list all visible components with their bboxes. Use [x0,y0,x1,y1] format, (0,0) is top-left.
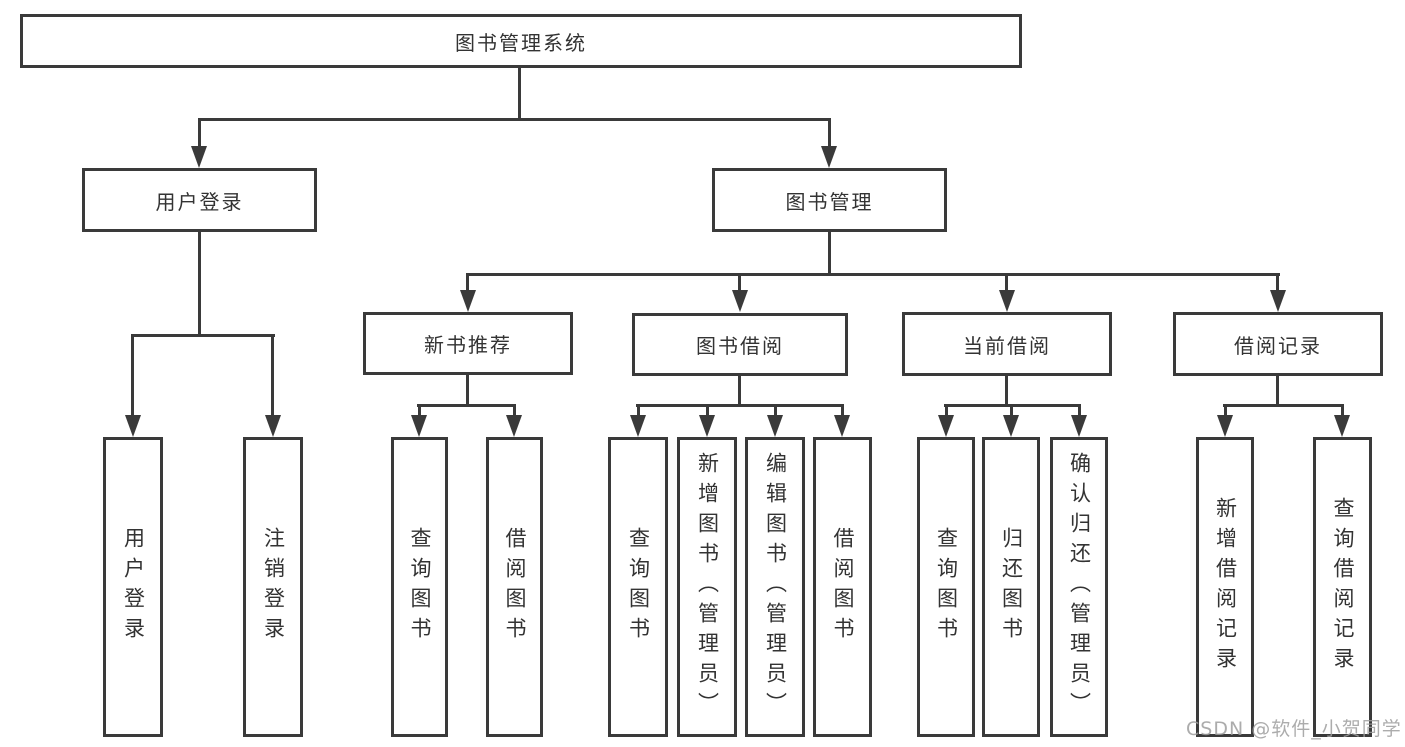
node-label: 用户登录 [155,189,244,214]
connector-line [417,404,516,407]
arrow-down-icon [125,415,141,437]
arrow-down-icon [506,415,522,437]
connector-line [513,404,516,417]
node-label: 当前借阅 [963,333,1051,358]
connector-line [1223,404,1344,407]
node-label: 借阅图书 [831,527,855,647]
node-label: 查询图书 [408,527,432,647]
node-library-system: 图书管理系统 [20,14,1022,68]
connector-line [466,273,1280,276]
connector-line [1276,273,1279,292]
connector-line [828,118,831,148]
node-label: 图书借阅 [696,334,784,358]
arrow-down-icon [460,290,476,312]
leaf-add-borrow-record: 新增借阅记录 [1196,437,1254,737]
arrow-down-icon [1334,415,1350,437]
connector-line [466,375,469,404]
leaf-query-books-2: 查询图书 [608,437,668,737]
node-borrow-records: 借阅记录 [1173,312,1383,376]
connector-line [1010,404,1013,417]
arrow-down-icon [834,415,850,437]
arrow-down-icon [630,415,646,437]
arrow-down-icon [938,415,954,437]
arrow-down-icon [411,415,427,437]
connector-line [774,404,777,417]
node-label: 注销登录 [261,527,286,647]
node-label: 新书推荐 [424,333,512,357]
node-label: 编辑图书（管理员） [763,452,788,722]
arrow-down-icon [265,415,281,437]
connector-line [466,273,469,292]
connector-line [1005,375,1008,404]
node-current-borrow: 当前借阅 [902,312,1112,376]
connector-line [1341,404,1344,417]
connector-line [738,375,741,404]
connector-line [828,232,831,273]
leaf-return-books: 归还图书 [982,437,1040,737]
connector-line [518,68,521,118]
leaf-confirm-return-admin: 确认归还（管理员） [1050,437,1108,737]
node-label: 查询图书 [626,527,651,647]
leaf-borrow-books-2: 借阅图书 [813,437,872,737]
arrow-down-icon [732,290,748,312]
node-book-borrow: 图书借阅 [632,313,848,376]
connector-line [738,273,741,292]
leaf-logout: 注销登录 [243,437,303,737]
node-label: 图书管理系统 [455,30,587,55]
leaf-query-books-3: 查询图书 [917,437,975,737]
connector-line [841,404,844,417]
connector-line [198,118,831,121]
node-label: 查询图书 [934,527,959,647]
leaf-add-books-admin: 新增图书（管理员） [677,437,737,737]
node-label: 用户登录 [121,527,146,647]
arrow-down-icon [1270,290,1286,312]
connector-line [637,404,640,417]
connector-line [1005,273,1008,292]
connector-line [131,334,134,417]
arrow-down-icon [767,415,783,437]
node-label: 确认归还（管理员） [1067,452,1092,722]
arrow-down-icon [1071,415,1087,437]
node-user-login: 用户登录 [82,168,317,232]
node-book-management: 图书管理 [712,168,947,232]
leaf-borrow-books-1: 借阅图书 [486,437,543,737]
node-label: 新增借阅记录 [1213,497,1238,677]
csdn-watermark: CSDN @软件_小贺同学 [1186,718,1402,740]
connector-line [706,404,709,417]
arrow-down-icon [1217,415,1233,437]
connector-line [636,404,844,407]
leaf-query-books-1: 查询图书 [391,437,448,737]
node-label: 查询借阅记录 [1331,497,1355,677]
node-label: 新增图书（管理员） [695,452,720,722]
connector-line [198,118,201,148]
connector-line [271,334,274,417]
arrow-down-icon [999,290,1015,312]
node-new-book-recommend: 新书推荐 [363,312,573,375]
arrow-down-icon [191,146,207,168]
connector-line [945,404,948,417]
connector-line [1078,404,1081,417]
leaf-query-borrow-record: 查询借阅记录 [1313,437,1372,737]
node-label: 借阅图书 [503,527,527,647]
leaf-edit-books-admin: 编辑图书（管理员） [745,437,805,737]
connector-line [1276,375,1279,404]
arrow-down-icon [1003,415,1019,437]
arrow-down-icon [821,146,837,168]
connector-line [198,232,201,334]
connector-line [418,404,421,417]
connector-line [131,334,275,337]
node-label: 借阅记录 [1234,333,1322,358]
leaf-user-login: 用户登录 [103,437,163,737]
connector-line [1224,404,1227,417]
node-label: 图书管理 [785,189,874,214]
arrow-down-icon [699,415,715,437]
node-label: 归还图书 [999,527,1024,647]
